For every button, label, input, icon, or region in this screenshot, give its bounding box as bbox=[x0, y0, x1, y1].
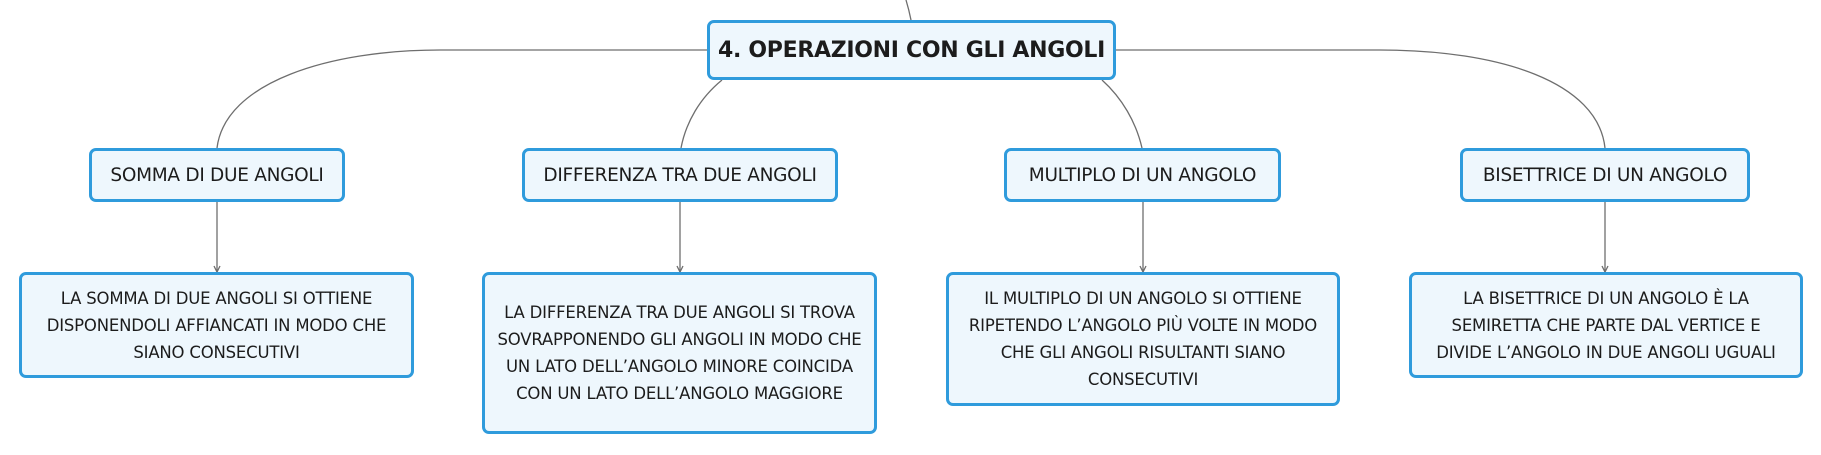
root-title: 4. OPERAZIONI CON GLI ANGOLI bbox=[717, 37, 1106, 63]
connector-parent-to-root bbox=[905, 0, 912, 21]
branch-label: BISETTRICE DI UN ANGOLO bbox=[1482, 164, 1728, 186]
branch-label: SOMMA DI DUE ANGOLI bbox=[110, 164, 324, 186]
connector-root-to-differenza bbox=[680, 79, 723, 149]
leaf-description: LA BISETTRICE DI UN ANGOLO È LA SEMIRETT… bbox=[1436, 288, 1776, 362]
leaf-node-somma[interactable]: LA SOMMA DI DUE ANGOLI SI OTTIENE DISPON… bbox=[19, 272, 414, 378]
leaf-node-differenza[interactable]: LA DIFFERENZA TRA DUE ANGOLI SI TROVA SO… bbox=[482, 272, 877, 434]
leaf-node-multiplo[interactable]: IL MULTIPLO DI UN ANGOLO SI OTTIENE RIPE… bbox=[946, 272, 1340, 406]
leaf-description: LA DIFFERENZA TRA DUE ANGOLI SI TROVA SO… bbox=[497, 303, 862, 403]
leaf-description: LA SOMMA DI DUE ANGOLI SI OTTIENE DISPON… bbox=[46, 288, 387, 362]
connector-root-to-somma bbox=[216, 49, 707, 149]
leaf-node-bisettrice[interactable]: LA BISETTRICE DI UN ANGOLO È LA SEMIRETT… bbox=[1409, 272, 1803, 378]
branch-node-bisettrice[interactable]: BISETTRICE DI UN ANGOLO bbox=[1460, 148, 1750, 202]
leaf-description: IL MULTIPLO DI UN ANGOLO SI OTTIENE RIPE… bbox=[968, 289, 1318, 389]
branch-node-multiplo[interactable]: MULTIPLO DI UN ANGOLO bbox=[1004, 148, 1281, 202]
connector-root-to-multiplo bbox=[1101, 79, 1143, 149]
connector-root-to-bisettrice bbox=[1116, 49, 1606, 149]
branch-label: DIFFERENZA TRA DUE ANGOLI bbox=[543, 164, 817, 186]
branch-node-somma[interactable]: SOMMA DI DUE ANGOLI bbox=[89, 148, 345, 202]
root-node[interactable]: 4. OPERAZIONI CON GLI ANGOLI bbox=[707, 20, 1116, 80]
branch-node-differenza[interactable]: DIFFERENZA TRA DUE ANGOLI bbox=[522, 148, 838, 202]
branch-label: MULTIPLO DI UN ANGOLO bbox=[1028, 164, 1257, 186]
